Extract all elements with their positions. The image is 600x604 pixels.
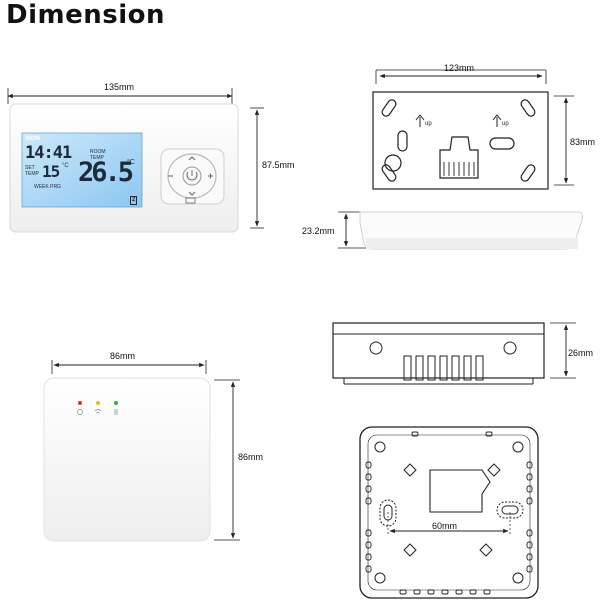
chevron-up-icon[interactable] xyxy=(188,156,196,161)
receiver-depth-label: 26mm xyxy=(568,348,594,358)
up-arrow-icon xyxy=(415,114,425,127)
thermostat-front-view xyxy=(7,88,264,233)
mounting-slot xyxy=(520,164,536,182)
chevron-down-icon[interactable] xyxy=(188,191,196,196)
thermostat-back-view xyxy=(372,69,574,190)
mounting-slot xyxy=(381,99,397,117)
lcd-room-temp: 26.5 xyxy=(78,157,134,188)
heating-icon xyxy=(114,409,118,415)
status-led xyxy=(114,401,118,405)
hole-spacing-label: 60mm xyxy=(432,521,458,531)
lcd-time: 14:41 xyxy=(25,143,72,163)
lcd-room-unit: °C xyxy=(127,159,135,166)
keypad xyxy=(160,148,225,205)
lcd-mode-digit: 2 xyxy=(130,196,138,205)
wifi-icon xyxy=(94,409,102,414)
thermostat-side-view xyxy=(338,211,583,250)
power-led xyxy=(78,401,82,405)
plus-icon[interactable] xyxy=(208,173,213,179)
terminal-row xyxy=(403,355,484,381)
receiver-back-view xyxy=(359,426,539,599)
receiver-side-view xyxy=(332,322,576,385)
label-pocket xyxy=(429,469,491,513)
power-icon xyxy=(77,409,83,415)
receiver-body xyxy=(43,377,211,542)
lcd-mode-label: WEEK PRG xyxy=(34,184,61,190)
menu-icon[interactable] xyxy=(185,197,196,204)
power-icon xyxy=(186,170,198,181)
up-label-left: up xyxy=(425,121,432,127)
mounting-hole xyxy=(384,154,402,172)
receiver-width-label: 86mm xyxy=(110,351,136,361)
thermostat-width-label: 135mm xyxy=(104,82,135,92)
thermostat-height-label: 87.5mm xyxy=(262,160,295,170)
power-button[interactable] xyxy=(182,166,202,186)
mounting-slot xyxy=(379,499,397,527)
mounting-slot xyxy=(489,137,515,150)
lcd-screen xyxy=(21,132,143,208)
side-profile xyxy=(332,322,545,379)
mounting-slot xyxy=(397,130,408,152)
up-arrow-icon xyxy=(492,114,502,127)
wifi-led xyxy=(96,401,100,405)
terminal-block xyxy=(439,136,479,179)
up-label-right: up xyxy=(502,121,509,127)
page-title: Dimension xyxy=(6,0,165,30)
back-width-label: 123mm xyxy=(444,63,475,73)
receiver-height-label: 86mm xyxy=(238,452,264,462)
lcd-set-unit: °C xyxy=(62,163,69,169)
side-depth-label: 23.2mm xyxy=(302,226,335,236)
receiver-front-view xyxy=(43,360,240,542)
mounting-slot xyxy=(520,99,536,117)
lcd-day: MON xyxy=(26,136,40,142)
lcd-set-temp: 15 xyxy=(42,162,60,181)
back-height-label: 83mm xyxy=(570,137,596,147)
